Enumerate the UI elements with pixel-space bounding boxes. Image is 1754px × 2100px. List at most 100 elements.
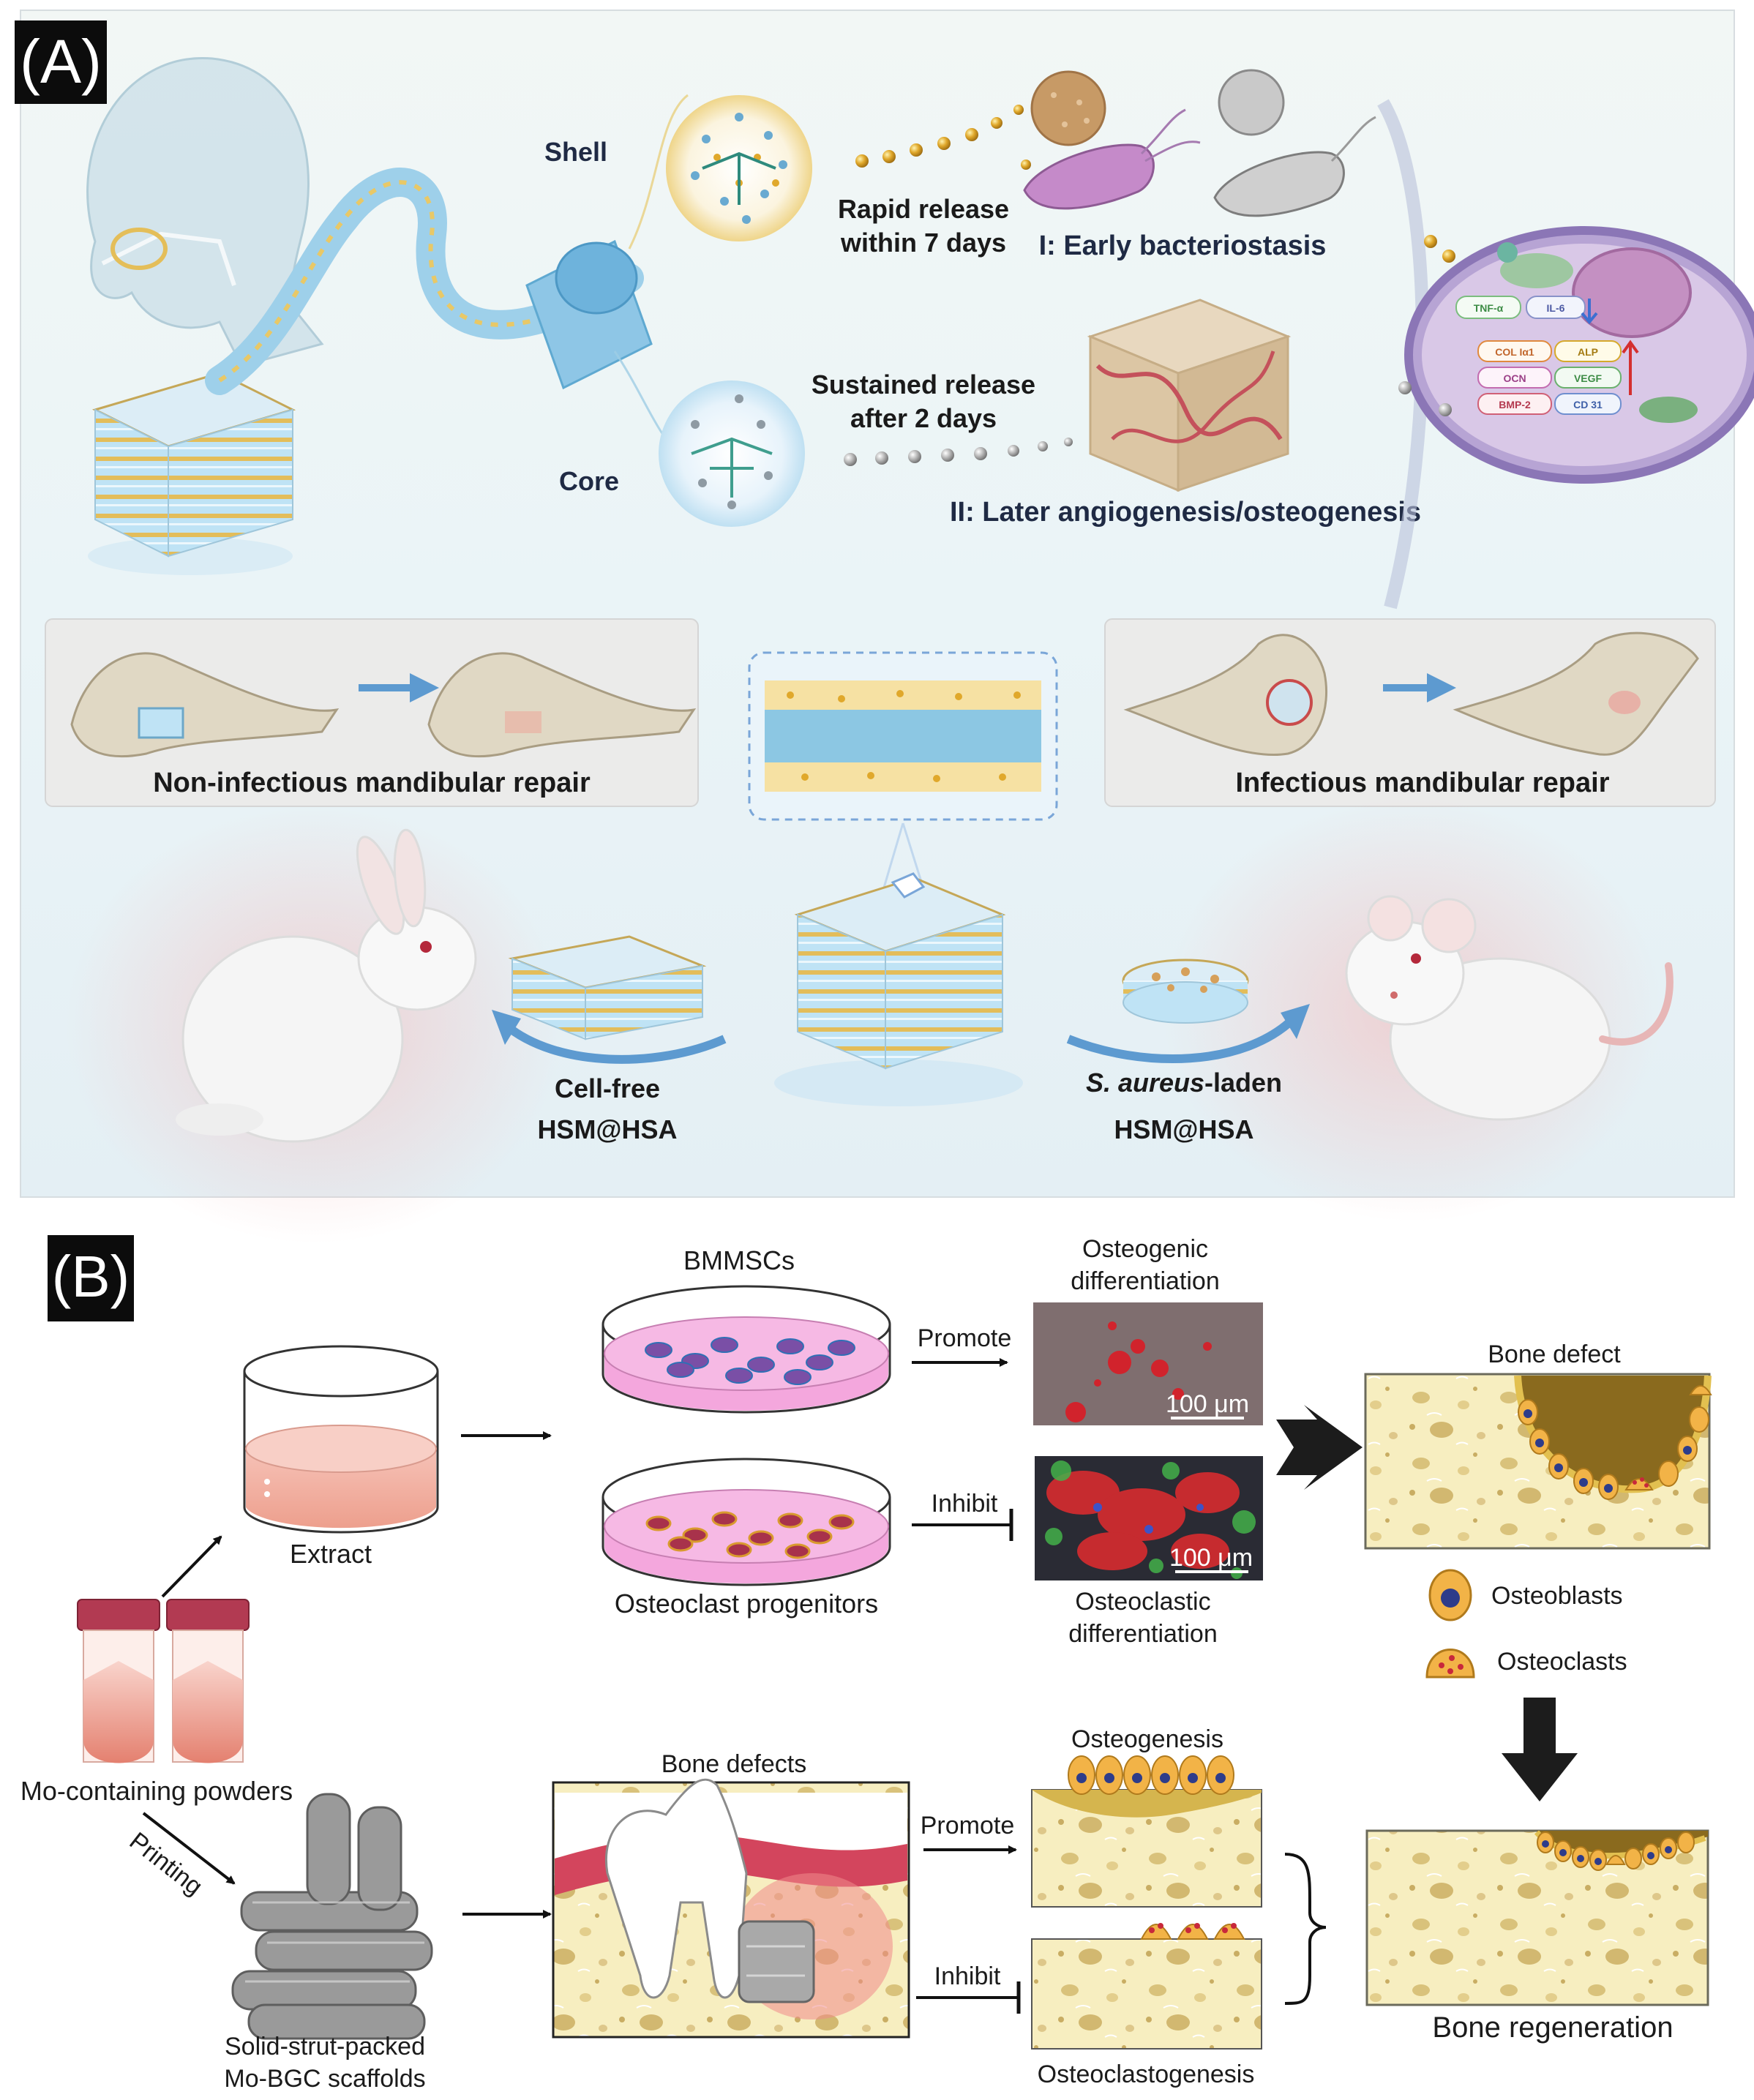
osteoclast-progenitors-label: Osteoclast progenitors xyxy=(615,1589,878,1619)
big-arrow-down-icon xyxy=(1502,1698,1578,1801)
osteoclast-progenitor-dish xyxy=(601,1458,891,1586)
early-bacteriostasis-label: I: Early bacteriostasis xyxy=(1039,230,1327,261)
extract-dish xyxy=(243,1345,439,1534)
legend-osteoblasts: Osteoblasts xyxy=(1428,1569,1623,1621)
osteoclasts-label: Osteoclasts xyxy=(1497,1648,1627,1676)
osteoclast-icon xyxy=(1425,1649,1475,1679)
marker-ocn: OCN xyxy=(1503,372,1526,384)
bmmscs-dish xyxy=(601,1285,891,1414)
osteogenesis-panel xyxy=(1031,1755,1262,1908)
bone-defect-label: Bone defect xyxy=(1488,1340,1621,1368)
bmmscs-label: BMMSCs xyxy=(683,1245,795,1275)
panel-b-tag: (B) xyxy=(52,1244,130,1309)
scale-bar-label-top: 100 μm xyxy=(1166,1390,1249,1418)
brace-icon xyxy=(1284,1853,1327,2005)
printing-label: Printing xyxy=(124,1827,208,1901)
arrow-left-curve-icon xyxy=(502,1021,727,1064)
marker-col: COL Iα1 xyxy=(1495,346,1534,358)
osteoclastogenesis-panel xyxy=(1031,1923,1262,2050)
cell-marker-chips: TNF-α IL-6 COL Iα1 ALP OCN VEGF BMP-2 CD… xyxy=(1455,296,1639,415)
later-angiogenesis-label: II: Later angiogenesis/osteogenesis xyxy=(950,497,1421,528)
mouse-illustration xyxy=(1163,798,1674,1222)
mo-bgc-scaffold xyxy=(231,1793,433,2040)
osteoblasts-label: Osteoblasts xyxy=(1491,1582,1623,1610)
marker-alp: ALP xyxy=(1578,346,1598,358)
inhibit-label-top: Inhibit xyxy=(932,1490,998,1518)
shell-magnified-circle xyxy=(666,95,812,241)
bone-defect-panel xyxy=(1364,1373,1712,1550)
panel-b-tag-box xyxy=(48,1235,134,1321)
promote-label-bottom: Promote xyxy=(921,1812,1015,1840)
scale-bar-label-bottom: 100 μm xyxy=(1169,1544,1253,1572)
big-arrow-right-icon xyxy=(1276,1405,1363,1490)
bone-defects-label: Bone defects xyxy=(662,1750,806,1778)
osteogenic-label-line1: Osteogenic xyxy=(1082,1235,1208,1263)
head-illustration xyxy=(86,57,324,367)
marker-bmp2: BMP-2 xyxy=(1499,399,1531,410)
scaffold-block-center xyxy=(774,872,1023,1106)
down-arrow-icon xyxy=(1581,299,1598,325)
marker-chip xyxy=(1455,296,1521,319)
scaffold-label-line1: Solid-strut-packed xyxy=(225,2033,425,2060)
right-caption-line1: S. aureus-laden xyxy=(1086,1068,1282,1098)
marker-chip xyxy=(1526,296,1586,319)
right-caption-line2: HSM@HSA xyxy=(1114,1114,1253,1144)
bone-regeneration-label: Bone regeneration xyxy=(1432,2011,1673,2044)
defect-ring xyxy=(110,228,168,270)
left-caption-line2: HSM@HSA xyxy=(537,1114,677,1144)
osteogenic-micrograph: 100 μm xyxy=(1033,1302,1263,1425)
up-arrow-icon xyxy=(1622,340,1639,395)
arrow-right-curve-icon xyxy=(1066,1013,1299,1064)
legend-osteoclasts: Osteoclasts xyxy=(1425,1648,1627,1679)
arrow-diagonal-up-icon xyxy=(161,1535,222,1598)
rabbit-illustration xyxy=(66,805,563,1244)
right-caption-rest: -laden xyxy=(1204,1068,1282,1098)
core-magnified-circle xyxy=(659,380,805,527)
marker-tnf: TNF-α xyxy=(1474,302,1504,314)
shell-label: Shell xyxy=(544,137,607,167)
osteogenic-label-line2: differentiation xyxy=(1071,1267,1220,1295)
right-caption-italic: S. aureus xyxy=(1086,1068,1204,1098)
tooth-defect-panel xyxy=(552,1778,910,2039)
bone-regeneration-panel xyxy=(1365,1829,1709,2006)
arrow-diagonal-down-icon xyxy=(142,1812,236,1885)
non-infectious-label: Non-infectious mandibular repair xyxy=(153,768,591,798)
scaffold-block-top xyxy=(88,372,296,575)
core-shell-fiber xyxy=(205,168,653,395)
osteoclastic-label-line1: Osteoclastic xyxy=(1075,1588,1210,1616)
fiber-zoom-box xyxy=(748,651,1058,908)
sustained-release-line2: after 2 days xyxy=(850,403,997,433)
extract-label: Extract xyxy=(290,1539,372,1569)
left-caption-line1: Cell-free xyxy=(555,1073,660,1103)
scaffold-block-left xyxy=(508,935,707,1040)
inhibit-label-bottom: Inhibit xyxy=(934,1962,1001,1990)
scaffold-disc-right xyxy=(1122,959,1249,1024)
sustained-release-line1: Sustained release xyxy=(812,370,1035,400)
powders-label: Mo-containing powders xyxy=(20,1776,293,1806)
bone-vessel-cube xyxy=(1087,299,1292,492)
powder-tubes xyxy=(77,1599,250,1763)
core-label: Core xyxy=(559,466,619,496)
grey-release-dots xyxy=(844,438,1073,466)
osteoclastic-label-line2: differentiation xyxy=(1068,1620,1218,1648)
rapid-release-line1: Rapid release xyxy=(838,194,1009,224)
panel-a-tag: (A) xyxy=(20,27,102,96)
promote-label-top: Promote xyxy=(918,1324,1012,1352)
rapid-release-line2: within 7 days xyxy=(840,228,1006,258)
panel-a: (A) xyxy=(15,10,1754,1244)
non-infectious-box: Non-infectious mandibular repair xyxy=(45,618,699,807)
osteoclastogenesis-label: Osteoclastogenesis xyxy=(1038,2060,1255,2088)
panel-b: (B) Extract BMMSCs xyxy=(20,1235,1712,2093)
gold-release-dots xyxy=(855,105,1031,170)
bacteria-illustration xyxy=(1023,69,1376,217)
osteogenesis-label: Osteogenesis xyxy=(1071,1725,1223,1753)
infectious-label: Infectious mandibular repair xyxy=(1236,768,1610,798)
infectious-box: Infectious mandibular repair xyxy=(1104,618,1716,807)
marker-cd31: CD 31 xyxy=(1573,399,1603,410)
marker-vegf: VEGF xyxy=(1574,372,1603,384)
marker-il6: IL-6 xyxy=(1547,302,1565,314)
osteoclastic-micrograph: 100 μm xyxy=(1035,1456,1263,1580)
scaffold-label-line2: Mo-BGC scaffolds xyxy=(224,2065,425,2093)
panel-a-tag-box xyxy=(15,20,107,104)
